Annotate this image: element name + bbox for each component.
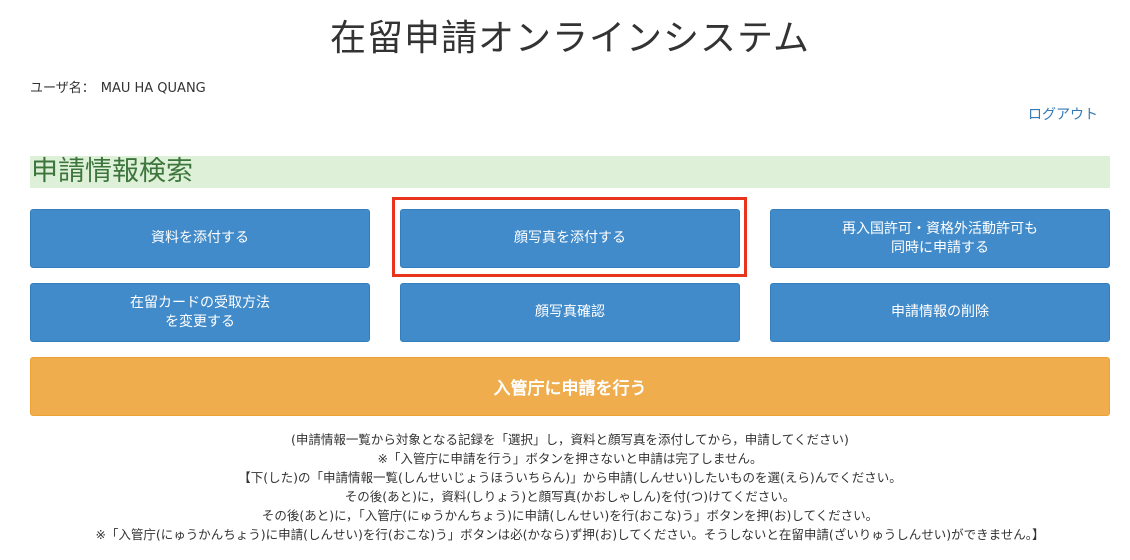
instruction-line: ※「入管庁(にゅうかんちょう)に申請(しんせい)を行(おこな)う」ボタンは必(か…	[95, 527, 1045, 542]
delete-application-button[interactable]: 申請情報の削除	[770, 283, 1110, 342]
attach-documents-button[interactable]: 資料を添付する	[30, 209, 370, 268]
submit-application-button[interactable]: 入管庁に申請を行う	[30, 357, 1110, 416]
attach-photo-button[interactable]: 顔写真を添付する	[400, 209, 740, 268]
instruction-line: 【下(した)の「申請情報一覧(しんせいじょうほういちらん)」から申請(しんせい)…	[238, 470, 902, 485]
change-card-receipt-button[interactable]: 在留カードの受取方法 を変更する	[30, 283, 370, 342]
instruction-line: (申請情報一覧から対象となる記録を「選択」し，資料と顔写真を添付してから，申請し…	[291, 432, 849, 447]
logout-link[interactable]: ログアウト	[1028, 107, 1098, 123]
user-name: MAU HA QUANG	[100, 81, 206, 96]
instruction-line: その後(あと)に，資料(しりょう)と顔写真(かおしゃしん)を付(つ)けてください…	[344, 489, 796, 504]
page-title: 在留申請オンラインシステム	[330, 18, 810, 59]
instruction-line: その後(あと)に，「入管庁(にゅうかんちょう)に申請(しんせい)を行(おこな)う…	[261, 508, 879, 523]
section-heading: 申請情報検索	[30, 156, 1110, 188]
instruction-line: ※「入管庁に申請を行う」ボタンを押さないと申請は完了しません。	[377, 451, 763, 466]
user-label: ユーザ名：	[30, 81, 95, 96]
reentry-permit-button[interactable]: 再入国許可・資格外活動許可も 同時に申請する	[770, 209, 1110, 268]
confirm-photo-button[interactable]: 顔写真確認	[400, 283, 740, 342]
instructions: (申請情報一覧から対象となる記録を「選択」し，資料と顔写真を添付してから，申請し…	[0, 430, 1130, 544]
user-info: ユーザ名： MAU HA QUANG	[30, 81, 206, 97]
